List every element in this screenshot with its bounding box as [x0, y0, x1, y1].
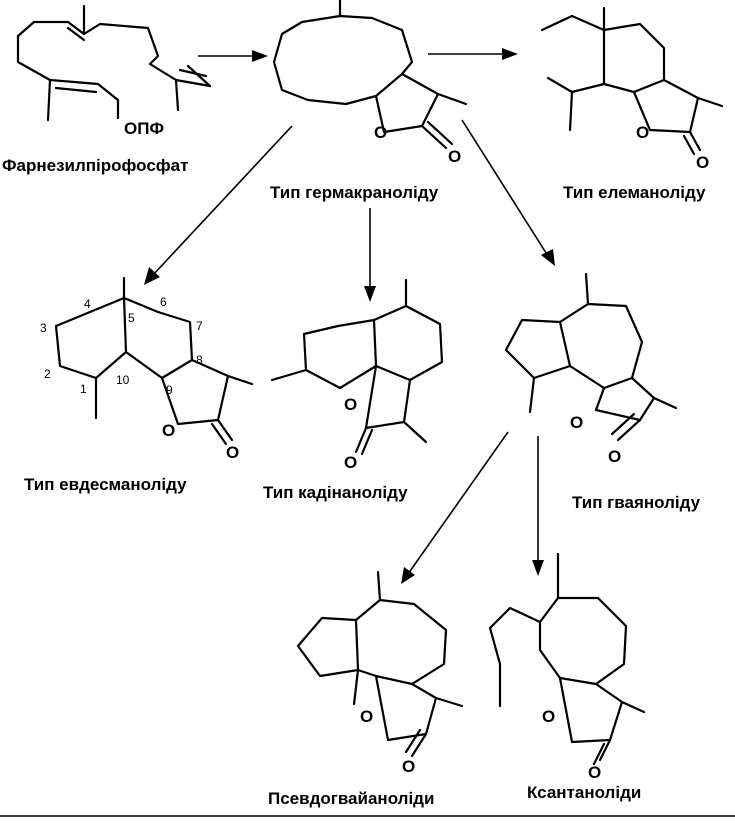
- cadinanolide-label: Тип кадінаноліду: [263, 483, 408, 502]
- arrow-guaianolide-to-pseudoguaianolides: [401, 431, 509, 584]
- eudesmanolide-structure: [54, 276, 254, 446]
- eudesmanolide-position-2: 2: [44, 367, 51, 381]
- guaianolide-carbonyl-oxygen: O: [608, 447, 621, 466]
- eudesmanolide-position-10: 10: [116, 373, 130, 387]
- eudesmanolide-position-9: 9: [166, 383, 173, 397]
- cadinanolide-ring-oxygen: O: [344, 395, 357, 414]
- arrow-germacranolide-to-cadinanolide: [364, 208, 376, 302]
- xanthanolides-structure: [488, 552, 646, 766]
- eudesmanolide-position-6: 6: [160, 295, 167, 309]
- farnesyl-pyrophosphate-label: Фарнезилпірофосфат: [2, 156, 188, 175]
- eudesmanolide-position-5: 5: [128, 311, 135, 325]
- eudesmanolide-position-1: 1: [80, 382, 87, 396]
- elemanolide-structure: [540, 6, 724, 156]
- pseudoguaianolides-label: Псевдогвайаноліди: [268, 789, 434, 808]
- pseudoguaianolides-carbonyl-oxygen: O: [402, 757, 415, 776]
- germacranolide-ring-oxygen: O: [374, 123, 387, 142]
- eudesmanolide-label: Тип евдесманоліду: [24, 475, 187, 494]
- eudesmanolide-position-8: 8: [196, 353, 203, 367]
- cadinanolide-structure: [270, 278, 444, 456]
- farnesyl-pyrophosphate-structure: [16, 4, 212, 122]
- guaianolide-structure: [504, 272, 678, 442]
- germacranolide-structure: [272, 0, 468, 150]
- eudesmanolide-position-3: 3: [40, 321, 47, 335]
- xanthanolides-carbonyl-oxygen: O: [588, 763, 601, 782]
- pseudoguaianolides-structure: [296, 570, 464, 758]
- arrow-germacranolide-to-guaianolide: [461, 119, 555, 266]
- arrow-germacranolide-to-elemanolide: [428, 48, 518, 60]
- arrow-germacranolide-to-eudesmanolide: [144, 125, 293, 285]
- elemanolide-carbonyl-oxygen: O: [696, 153, 709, 172]
- xanthanolides-label: Ксантаноліди: [527, 783, 641, 802]
- guaianolide-label: Тип гваяноліду: [572, 493, 701, 512]
- cadinanolide-carbonyl-oxygen: O: [344, 453, 357, 472]
- opf-label: ОПФ: [124, 119, 164, 138]
- eudesmanolide-ring-oxygen: O: [162, 421, 175, 440]
- arrow-guaianolide-to-xanthanolides: [532, 436, 544, 576]
- arrow-farnesyl-to-germacranolide: [198, 50, 268, 62]
- elemanolide-ring-oxygen: O: [636, 123, 649, 142]
- elemanolide-label: Тип елеманоліду: [563, 183, 706, 202]
- xanthanolides-ring-oxygen: O: [542, 707, 555, 726]
- germacranolide-label: Тип гермакраноліду: [270, 183, 439, 202]
- eudesmanolide-position-7: 7: [196, 319, 203, 333]
- eudesmanolide-carbonyl-oxygen: O: [226, 443, 239, 462]
- germacranolide-carbonyl-oxygen: O: [448, 147, 461, 166]
- eudesmanolide-position-4: 4: [84, 297, 91, 311]
- pseudoguaianolides-ring-oxygen: O: [360, 707, 373, 726]
- guaianolide-ring-oxygen: O: [570, 413, 583, 432]
